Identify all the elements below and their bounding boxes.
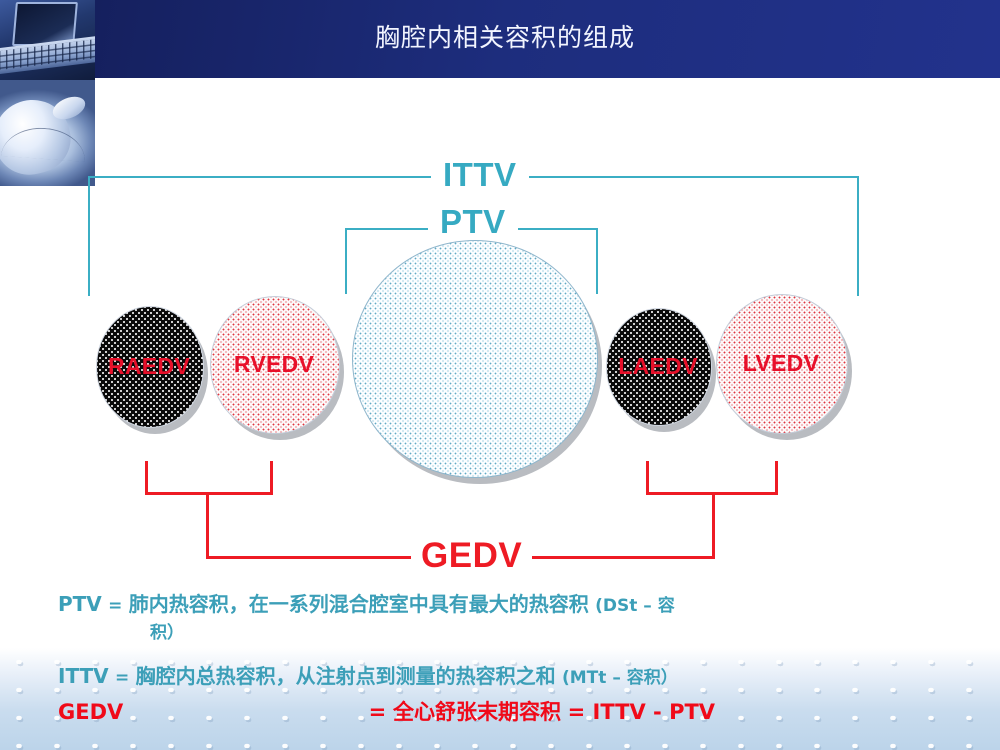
circle-fill (606, 308, 712, 426)
gedv-left-baseline (206, 556, 418, 559)
gedv-left-tick-inner (270, 461, 273, 495)
circle-fill (352, 240, 598, 478)
gedv-left-crossbar (145, 492, 273, 495)
legend-ptv-text2: 积） (150, 623, 184, 643)
circle-lvedv: LVEDV (716, 294, 852, 440)
legend-gedv-key: GEDV (58, 700, 124, 724)
circle-fill (210, 296, 340, 434)
circle-rvedv: RVEDV (210, 296, 344, 440)
gedv-right-stem (712, 492, 715, 558)
legend-row-ptv: PTV = 肺内热容积，在一系列混合腔室中具有最大的热容积 (DSt – 容 (58, 588, 675, 617)
circle-label-rvedv: RVEDV (233, 350, 315, 377)
computer-mouse-photo (0, 80, 95, 186)
computer-monitor-photo (0, 0, 95, 80)
circle-fill (96, 306, 204, 428)
legend-gedv-text: 全心舒张末期容积 (392, 700, 561, 724)
circle-label-lvedv: LVEDV (742, 349, 820, 376)
circle-label-raedv: RAEDV (107, 352, 190, 379)
volume-composition-diagram: ITTV PTV RAEDV RVEDV LAEDV LVEDV (88, 158, 859, 573)
legend-row-gedv: GEDV = 全心舒张末期容积 = ITTV - PTV (58, 696, 715, 726)
circle-fill (716, 294, 848, 434)
gedv-right-tick-outer (775, 461, 778, 495)
legend-row-ptv-cont: 积） (150, 618, 184, 643)
gedv-left-stem (206, 492, 209, 558)
circle-raedv: RAEDV (96, 306, 208, 434)
legend-gedv-formula: = ITTV - PTV (567, 700, 716, 724)
legend-ittv-text: 胸腔内总热容积，从注射点到测量的热容积之和 (135, 664, 556, 688)
ptv-label: PTV (428, 205, 518, 238)
sidebar-photo-strip (0, 0, 95, 186)
circle-ptv-center (352, 240, 602, 484)
legend-row-ittv: ITTV = 胸腔内总热容积，从注射点到测量的热容积之和 (MTt – 容积） (58, 660, 678, 689)
circle-laedv: LAEDV (606, 308, 716, 432)
legend-ptv-key: PTV (58, 592, 102, 616)
legend-ptv-paren: (DSt – 容 (595, 596, 675, 616)
legend-background (0, 648, 1000, 750)
ittv-label: ITTV (431, 158, 529, 191)
gedv-label: GEDV (411, 538, 533, 573)
legend-ptv-equals: = (108, 596, 123, 616)
legend-ptv-text: 肺内热容积，在一系列混合腔室中具有最大的热容积 (128, 592, 589, 616)
legend-ittv-paren: (MTt – 容积） (562, 668, 678, 688)
circle-label-laedv: LAEDV (618, 352, 698, 379)
gedv-right-baseline (528, 556, 715, 559)
legend-ittv-key: ITTV (58, 664, 109, 688)
title-bar (95, 0, 1000, 78)
legend-block: PTV = 肺内热容积，在一系列混合腔室中具有最大的热容积 (DSt – 容 积… (0, 588, 1000, 750)
legend-ittv-equals: = (115, 668, 130, 688)
legend-gedv-equals: = (368, 700, 387, 724)
page-title: 胸腔内相关容积的组成 (374, 23, 635, 52)
gedv-right-tick-inner (646, 461, 649, 495)
gedv-left-tick-outer (145, 461, 148, 495)
